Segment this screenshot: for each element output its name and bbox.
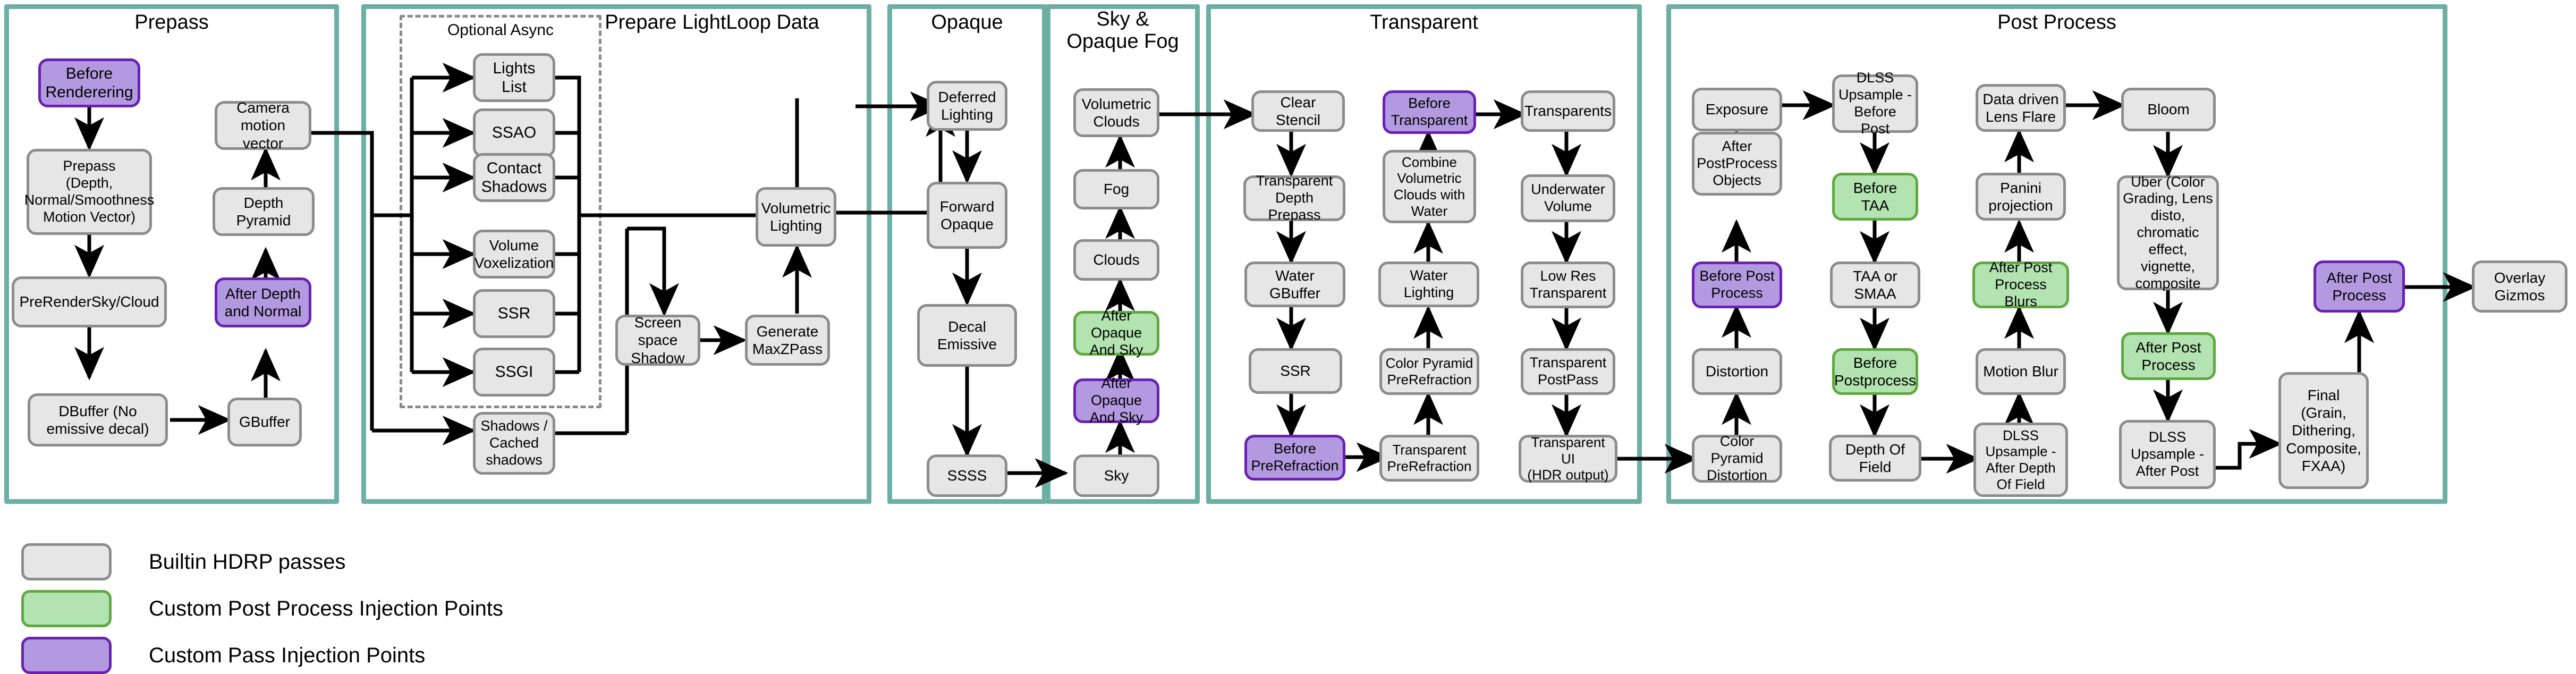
node-clouds[interactable]: Clouds [1073, 239, 1159, 281]
node-panini-projection[interactable]: Panini projection [1976, 173, 2066, 221]
section-title-postprocess: Post Process [1997, 11, 2116, 33]
node-deferred-lighting[interactable]: Deferred Lighting [927, 81, 1007, 131]
node-low-res-transparent[interactable]: Low Res Transparent [1521, 262, 1615, 308]
legend-swatch-green [21, 590, 112, 627]
node-depth-pyramid[interactable]: Depth Pyramid [213, 187, 315, 236]
legend-label-green: Custom Post Process Injection Points [149, 596, 503, 620]
node-after-post-process-green[interactable]: After Post Process [2121, 332, 2216, 380]
node-water-gbuffer[interactable]: Water GBuffer [1244, 262, 1345, 307]
node-after-postprocess-objects[interactable]: After PostProcess Objects [1692, 132, 1782, 196]
node-combine-volumetric-clouds-with-water[interactable]: Combine Volumetric Clouds with Water [1383, 150, 1476, 223]
node-transparent-prerefraction[interactable]: Transparent PreRefraction [1379, 435, 1479, 482]
node-ssr-transparent[interactable]: SSR [1249, 348, 1342, 394]
node-ssgi[interactable]: SSGI [473, 348, 555, 397]
node-decal-emissive[interactable]: Decal Emissive [917, 304, 1017, 367]
node-gbuffer[interactable]: GBuffer [227, 398, 302, 446]
node-volume-voxelization[interactable]: Volume Voxelization [473, 230, 555, 279]
node-camera-motion-vector[interactable]: Camera motion vector [215, 99, 311, 151]
node-shadows-cached-shadows[interactable]: Shadows / Cached shadows [473, 412, 555, 475]
node-after-depth-and-normal[interactable]: After Depth and Normal [215, 277, 311, 327]
node-color-pyramid-distortion[interactable]: Color Pyramid Distortion [1692, 433, 1782, 483]
node-data-driven-lens-flare[interactable]: Data driven Lens Flare [1976, 84, 2066, 132]
node-exposure[interactable]: Exposure [1692, 88, 1782, 131]
node-depth-of-field[interactable]: Depth Of Field [1829, 435, 1921, 482]
node-generate-maxzpass[interactable]: Generate MaxZPass [745, 315, 830, 366]
group-optional-async [400, 15, 601, 408]
node-before-rendering[interactable]: Before Renderering [38, 58, 140, 107]
node-screen-space-shadow[interactable]: Screen space Shadow [615, 314, 700, 366]
section-title-transparent: Transparent [1370, 11, 1478, 33]
node-volumetric-clouds[interactable]: Volumetric Clouds [1073, 88, 1159, 137]
node-fog[interactable]: Fog [1073, 169, 1159, 209]
node-forward-opaque[interactable]: Forward Opaque [927, 182, 1007, 249]
node-taa-or-smaa[interactable]: TAA or SMAA [1830, 262, 1920, 308]
node-final[interactable]: Final (Grain, Dithering, Composite, FXAA… [2278, 372, 2369, 489]
node-transparents[interactable]: Transparents [1521, 90, 1615, 132]
node-before-prerefraction[interactable]: Before PreRefraction [1244, 435, 1345, 481]
section-title-prepass: Prepass [134, 11, 209, 33]
node-overlay-gizmos[interactable]: Overlay Gizmos [2472, 260, 2567, 313]
section-title-opaque: Opaque [931, 11, 1003, 33]
node-after-opaque-and-sky-green[interactable]: After Opaque And Sky [1073, 308, 1159, 358]
node-dlss-upsample-before-post[interactable]: DLSS Upsample - Before Post [1832, 70, 1918, 137]
node-before-postprocess[interactable]: Before Postprocess [1832, 348, 1918, 395]
legend-row-purple: Custom Pass Injection Points [21, 637, 425, 674]
node-prepass-depth[interactable]: Prepass (Depth, Normal/Smoothness Motion… [24, 149, 154, 235]
legend: Builtin HDRP passes Custom Post Process … [0, 532, 1063, 674]
legend-row-green: Custom Post Process Injection Points [21, 590, 503, 627]
legend-label-purple: Custom Pass Injection Points [149, 643, 426, 667]
node-volumetric-lighting[interactable]: Volumetric Lighting [756, 187, 836, 247]
node-before-post-process[interactable]: Before Post Process [1692, 262, 1782, 308]
node-dlss-upsample-after-post[interactable]: DLSS Upsample - After Post [2119, 420, 2216, 489]
node-bloom[interactable]: Bloom [2121, 88, 2216, 131]
node-after-opaque-and-sky-purple[interactable]: After Opaque And Sky [1073, 375, 1159, 425]
node-motion-blur[interactable]: Motion Blur [1976, 348, 2066, 395]
node-clear-stencil[interactable]: Clear Stencil [1251, 90, 1345, 132]
node-ssr-lightloop[interactable]: SSR [473, 289, 555, 338]
node-transparent-ui-hdr[interactable]: Transparent UI (HDR output) [1519, 434, 1617, 483]
node-color-pyramid-prerefraction[interactable]: Color Pyramid PreRefraction [1379, 348, 1479, 395]
node-transparent-postpass[interactable]: Transparent PostPass [1521, 348, 1615, 395]
legend-swatch-builtin [21, 543, 112, 580]
node-prerendersky-cloud[interactable]: PreRenderSky/Cloud [12, 276, 167, 327]
section-opaque [887, 4, 1047, 504]
legend-swatch-purple [21, 637, 112, 674]
node-underwater-volume[interactable]: Underwater Volume [1521, 174, 1615, 222]
legend-label-builtin: Builtin HDRP passes [149, 550, 346, 574]
node-transparent-depth-prepass[interactable]: Transparent Depth Prepass [1243, 173, 1345, 223]
node-before-taa[interactable]: Before TAA [1832, 173, 1918, 221]
node-contact-shadows[interactable]: Contact Shadows [473, 153, 555, 202]
node-before-transparent[interactable]: Before Transparent [1383, 90, 1476, 134]
node-sky[interactable]: Sky [1073, 454, 1159, 497]
section-title-lightloop: Prepare LightLoop Data [605, 11, 819, 33]
node-lights-list[interactable]: Lights List [473, 53, 555, 102]
node-after-post-process-blurs[interactable]: After Post Process Blurs [1972, 259, 2069, 309]
node-after-post-process-purple[interactable]: After Post Process [2314, 260, 2405, 313]
node-uber[interactable]: Uber (Color Grading, Lens disto, chromat… [2117, 174, 2219, 291]
group-title-optional-async: Optional Async [447, 21, 554, 39]
node-dbuffer[interactable]: DBuffer (No emissive decal) [28, 393, 168, 446]
section-title-skyfog: Sky & Opaque Fog [1066, 8, 1179, 53]
legend-row-builtin: Builtin HDRP passes [21, 543, 346, 580]
node-ssao[interactable]: SSAO [473, 108, 555, 157]
node-ssss[interactable]: SSSS [927, 454, 1007, 497]
section-transparent [1206, 4, 1642, 504]
node-distortion[interactable]: Distortion [1692, 348, 1782, 395]
node-dlss-upsample-after-depth-of-field[interactable]: DLSS Upsample - After Depth Of Field [1973, 423, 2068, 497]
node-water-lighting[interactable]: Water Lighting [1378, 262, 1479, 307]
